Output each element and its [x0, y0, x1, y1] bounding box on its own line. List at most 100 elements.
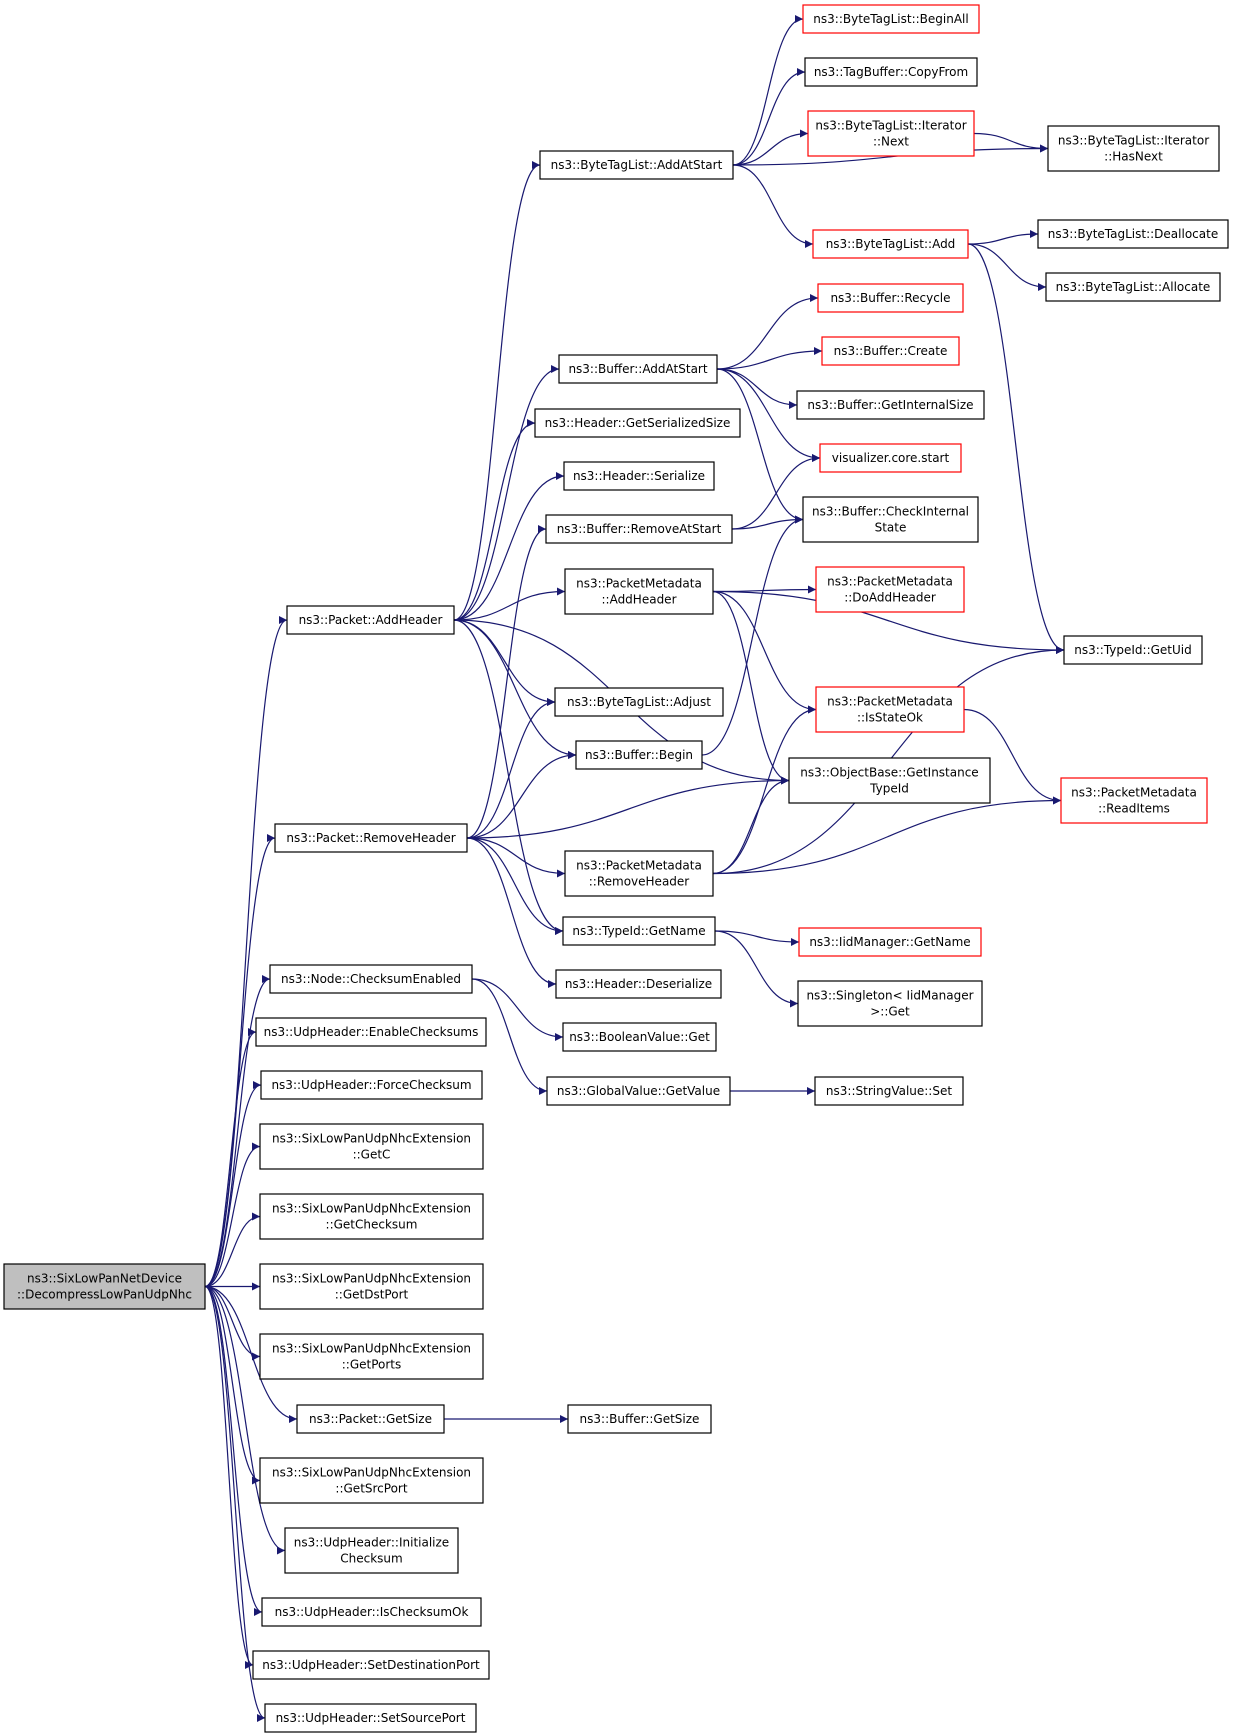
node-tb-copy-from[interactable]: ns3::TagBuffer::CopyFrom: [804, 57, 978, 87]
node-pm-add-header[interactable]: ns3::PacketMetadata::AddHeader: [564, 568, 714, 615]
node-label: ns3::TypeId::GetName: [572, 924, 705, 938]
node-label: ns3::Buffer::Begin: [585, 748, 693, 762]
node-buf-get-size[interactable]: ns3::Buffer::GetSize: [567, 1404, 712, 1434]
node-buf-begin[interactable]: ns3::Buffer::Begin: [575, 740, 703, 770]
node-pm-remove-header[interactable]: ns3::PacketMetadata::RemoveHeader: [564, 850, 714, 897]
node-box: [788, 757, 991, 804]
node-get-src-port[interactable]: ns3::SixLowPanUdpNhcExtension::GetSrcPor…: [259, 1457, 484, 1504]
node-btli-has-next[interactable]: ns3::ByteTagList::Iterator::HasNext: [1047, 125, 1220, 172]
node-box: [814, 1076, 964, 1106]
edge-root-to-get-src-port: [204, 1285, 261, 1485]
node-hdr-serialize[interactable]: ns3::Header::Serialize: [563, 461, 715, 491]
node-box: [259, 1263, 484, 1310]
edge-buf-remove-at-start-to-buf-check-internal: [731, 515, 804, 530]
node-btl-dealloc[interactable]: ns3::ByteTagList::Deallocate: [1037, 219, 1229, 249]
node-box: [545, 514, 733, 544]
node-label: ns3::Buffer::AddAtStart: [568, 362, 707, 376]
node-buf-add-at-start[interactable]: ns3::Buffer::AddAtStart: [558, 354, 718, 384]
node-get-ports[interactable]: ns3::SixLowPanUdpNhcExtension::GetPorts: [259, 1333, 484, 1380]
edges-layer: [204, 15, 1065, 1722]
edge-arrow: [453, 619, 577, 759]
node-box: [259, 1123, 484, 1170]
node-label: ns3::PacketMetadata: [827, 695, 953, 709]
node-btl-begin-all[interactable]: ns3::ByteTagList::BeginAll: [802, 4, 980, 34]
node-pm-is-state-ok[interactable]: ns3::PacketMetadata::IsStateOk: [815, 686, 965, 733]
node-viz-start[interactable]: visualizer.core.start: [819, 443, 962, 473]
edge-arrow: [204, 1285, 286, 1555]
edge-arrow: [714, 930, 799, 1008]
node-box: [807, 110, 975, 157]
node-box: [264, 1703, 477, 1733]
edge-add-header-to-hdr-serialize: [453, 472, 565, 621]
node-get-c[interactable]: ns3::SixLowPanUdpNhcExtension::GetC: [259, 1123, 484, 1170]
node-buf-remove-at-start[interactable]: ns3::Buffer::RemoveAtStart: [545, 514, 733, 544]
node-box: [562, 916, 716, 946]
node-buf-create[interactable]: ns3::Buffer::Create: [821, 336, 960, 366]
edge-root-to-checksum-enabled: [204, 975, 271, 1288]
node-label: ns3::StringValue::Set: [826, 1084, 952, 1098]
node-pm-read-items[interactable]: ns3::PacketMetadata::ReadItems: [1060, 777, 1208, 824]
node-btli-next[interactable]: ns3::ByteTagList::Iterator::Next: [807, 110, 975, 157]
node-set-src-port[interactable]: ns3::UdpHeader::SetSourcePort: [264, 1703, 477, 1733]
node-box: [252, 1650, 490, 1680]
node-remove-header[interactable]: ns3::Packet::RemoveHeader: [274, 823, 468, 853]
edge-pm-add-header-to-ob-get-inst-type-id: [712, 590, 790, 785]
node-box: [259, 1193, 484, 1240]
edge-add-header-to-btl-add-at-start: [453, 161, 541, 621]
node-buf-recycle[interactable]: ns3::Buffer::Recycle: [817, 283, 964, 313]
node-label: ::HasNext: [1104, 150, 1163, 164]
edge-root-to-force-checksum: [204, 1081, 262, 1288]
node-gv-get-value[interactable]: ns3::GlobalValue::GetValue: [546, 1076, 731, 1106]
node-btl-add[interactable]: ns3::ByteTagList::Add: [812, 229, 969, 259]
node-label: ::GetPorts: [342, 1358, 402, 1372]
node-label: ns3::ByteTagList::Iterator: [815, 119, 966, 133]
node-enable-checksums[interactable]: ns3::UdpHeader::EnableChecksums: [255, 1017, 487, 1047]
node-tid-get-name[interactable]: ns3::TypeId::GetName: [562, 916, 716, 946]
node-get-dst-port[interactable]: ns3::SixLowPanUdpNhcExtension::GetDstPor…: [259, 1263, 484, 1310]
node-add-header[interactable]: ns3::Packet::AddHeader: [286, 605, 455, 635]
node-hdr-get-ser-size[interactable]: ns3::Header::GetSerializedSize: [534, 408, 741, 438]
node-label: Checksum: [340, 1552, 402, 1566]
node-checksum-enabled[interactable]: ns3::Node::ChecksumEnabled: [269, 964, 473, 994]
node-box: [284, 1527, 459, 1574]
node-btl-add-at-start[interactable]: ns3::ByteTagList::AddAtStart: [539, 150, 734, 180]
node-pm-do-add-header[interactable]: ns3::PacketMetadata::DoAddHeader: [815, 566, 965, 613]
node-iid-get-name[interactable]: ns3::IidManager::GetName: [798, 927, 982, 957]
node-str-set[interactable]: ns3::StringValue::Set: [814, 1076, 964, 1106]
node-box: [1037, 219, 1229, 249]
node-get-checksum[interactable]: ns3::SixLowPanUdpNhcExtension::GetChecks…: [259, 1193, 484, 1240]
node-is-checksum-ok[interactable]: ns3::UdpHeader::IsChecksumOk: [261, 1597, 482, 1627]
edge-arrow: [967, 243, 1047, 291]
node-btl-adjust[interactable]: ns3::ByteTagList::Adjust: [554, 687, 724, 717]
node-box: [798, 927, 982, 957]
node-box: [819, 443, 962, 473]
edge-arrow: [732, 164, 814, 248]
node-box: [259, 1333, 484, 1380]
node-label: ::GetSrcPort: [335, 1482, 407, 1496]
edge-arrow: [712, 796, 1062, 875]
node-box: [1060, 777, 1208, 824]
edge-root-to-get-checksum: [204, 1212, 261, 1288]
node-force-checksum[interactable]: ns3::UdpHeader::ForceChecksum: [260, 1070, 483, 1100]
node-btl-alloc[interactable]: ns3::ByteTagList::Allocate: [1045, 272, 1221, 302]
node-label: TypeId: [869, 782, 909, 796]
node-bool-get[interactable]: ns3::BooleanValue::Get: [562, 1022, 717, 1052]
edge-arrow: [204, 1285, 298, 1423]
node-singleton-get[interactable]: ns3::Singleton< IidManager>::Get: [797, 980, 983, 1027]
node-box: [567, 1404, 712, 1434]
edge-root-to-remove-header: [204, 834, 276, 1288]
edge-btl-add-to-btl-dealloc: [967, 230, 1039, 245]
node-set-dst-port[interactable]: ns3::UdpHeader::SetDestinationPort: [252, 1650, 490, 1680]
node-packet-get-size[interactable]: ns3::Packet::GetSize: [296, 1404, 445, 1434]
edge-arrow: [732, 129, 809, 166]
edge-add-header-to-buf-begin: [453, 619, 577, 759]
edge-root-to-enable-checksums: [204, 1028, 257, 1288]
node-hdr-deserialize[interactable]: ns3::Header::Deserialize: [555, 969, 722, 999]
edge-arrow: [453, 419, 536, 621]
node-tid-get-uid[interactable]: ns3::TypeId::GetUid: [1063, 635, 1203, 665]
node-buf-get-internal-size[interactable]: ns3::Buffer::GetInternalSize: [796, 390, 985, 420]
node-label: ns3::SixLowPanUdpNhcExtension: [272, 1202, 471, 1216]
